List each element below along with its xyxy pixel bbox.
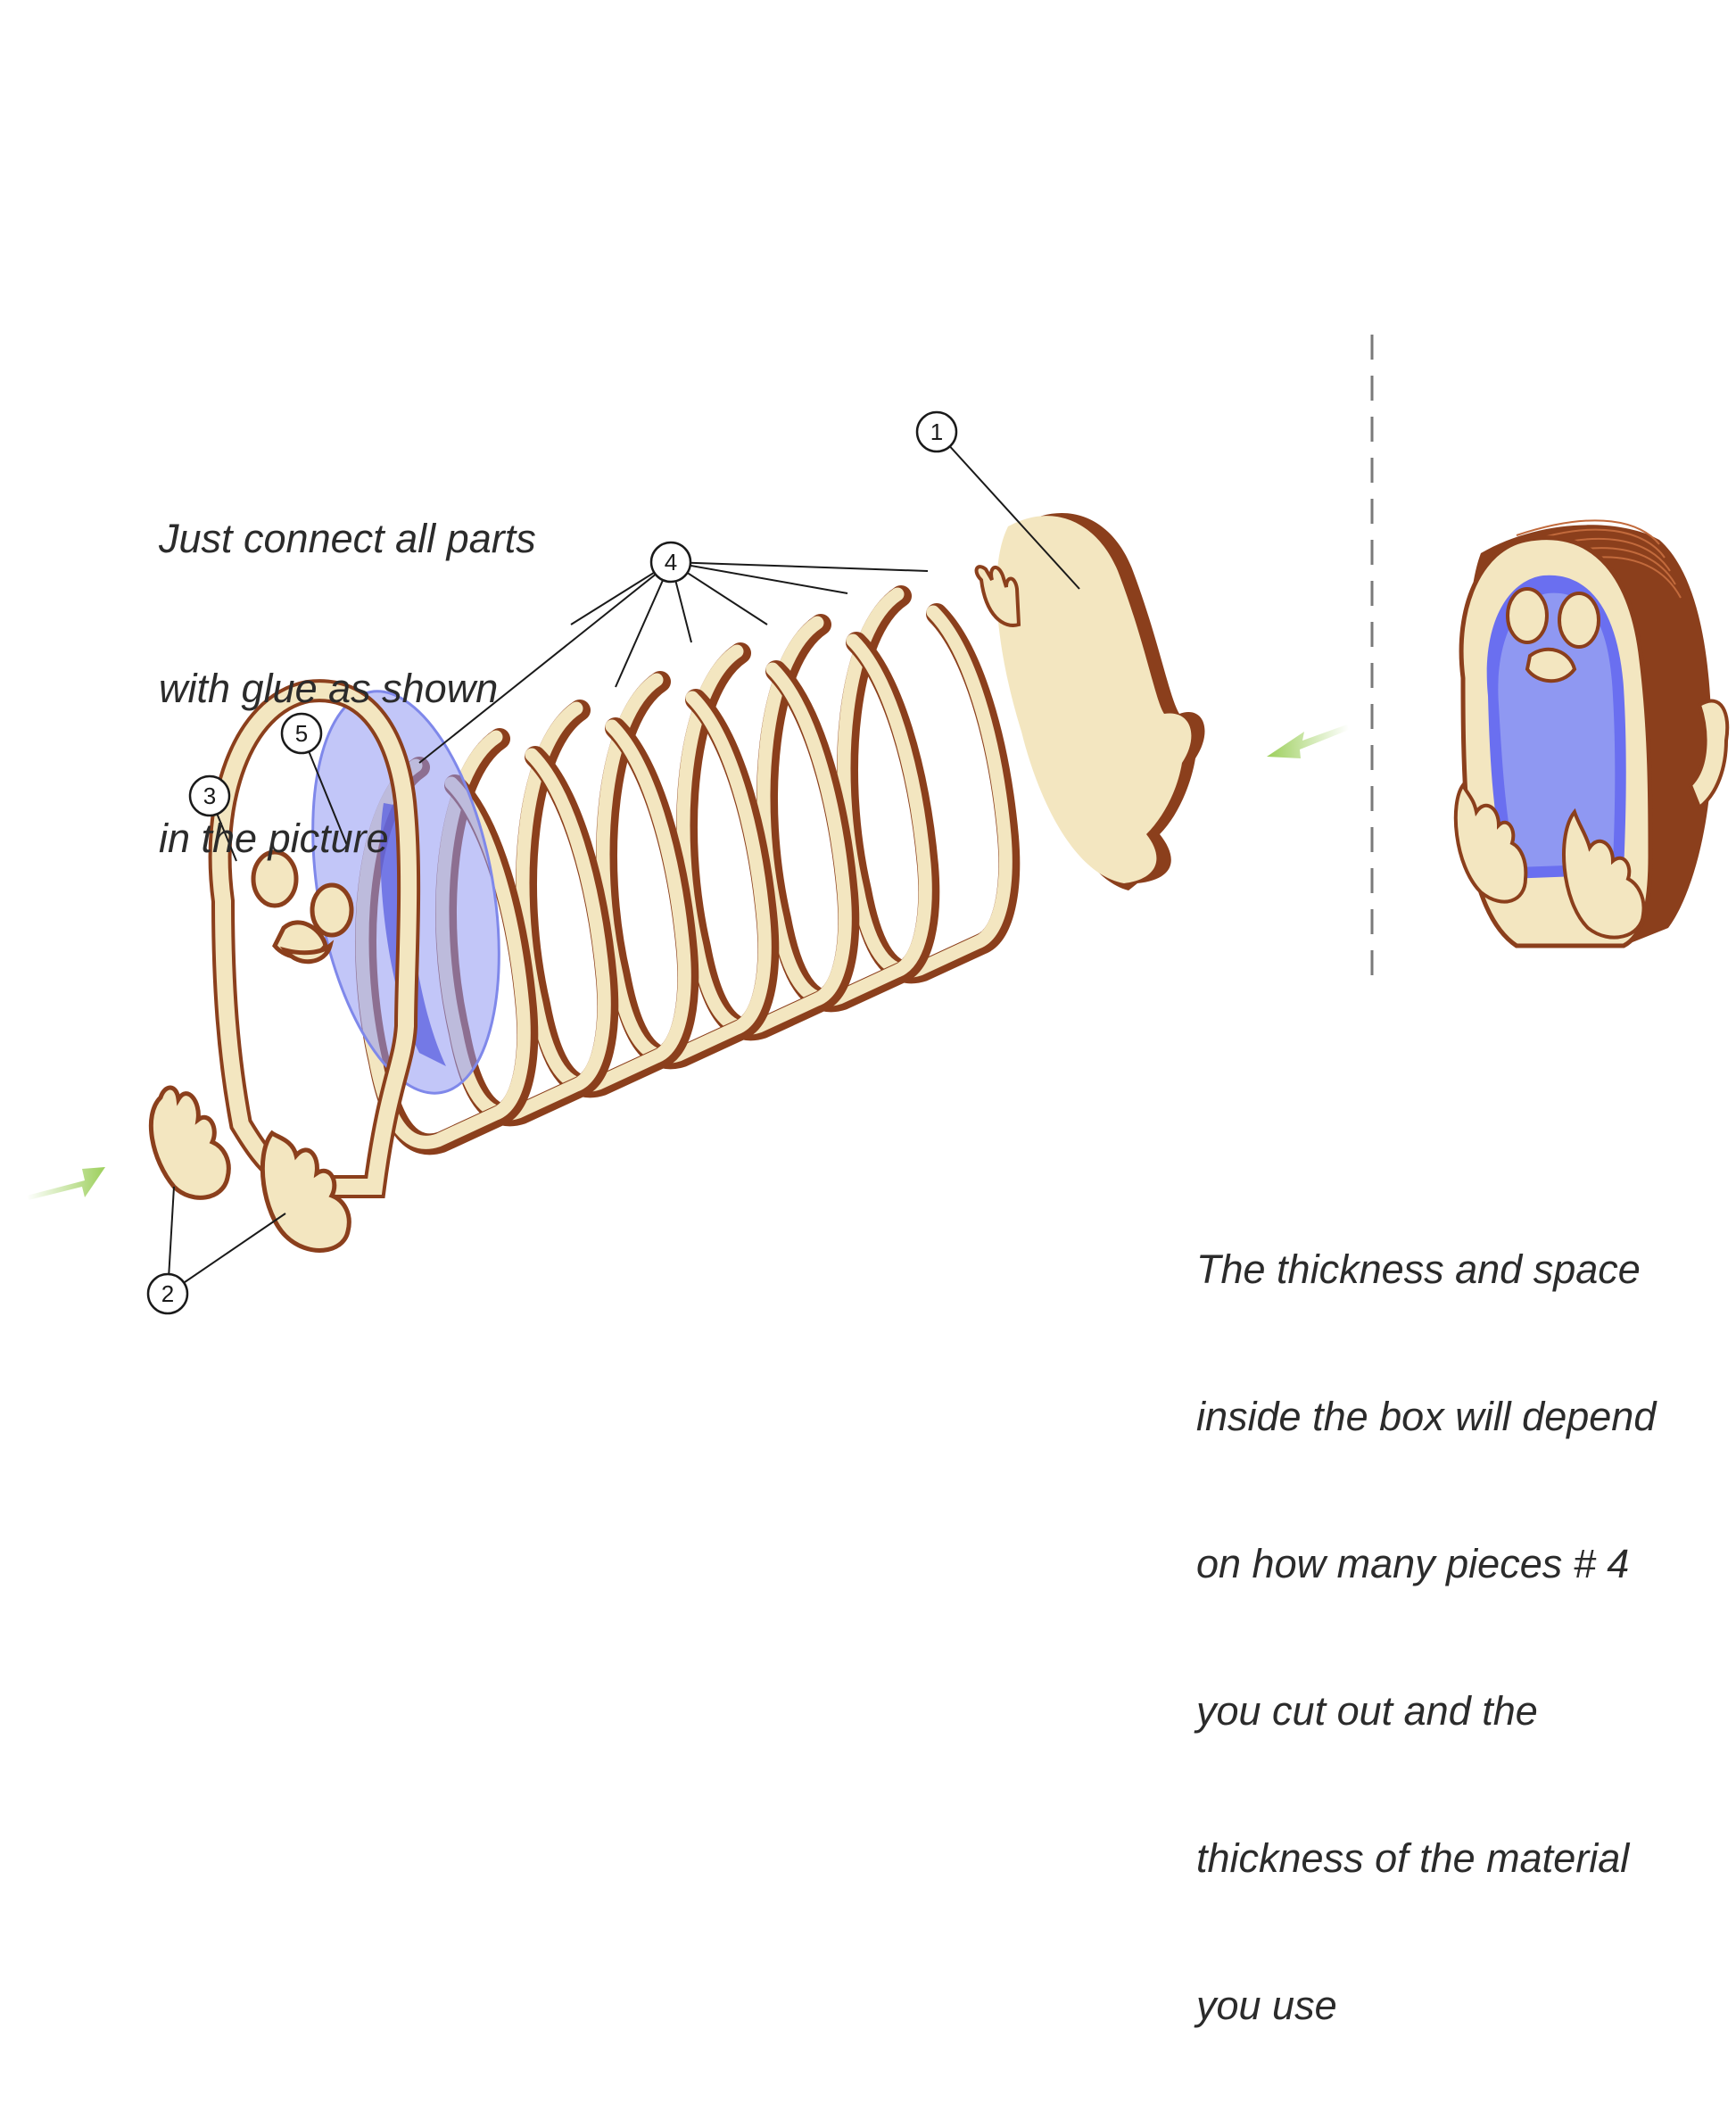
assembly-diagram: 1 4 5 3 2 Just connect all parts with gl…	[27, 335, 1730, 2028]
green-arrow-icon	[1267, 725, 1349, 758]
part-4-rings	[355, 585, 1021, 1155]
note-line: thickness of the material	[1196, 1835, 1630, 1881]
part-1-back-plate	[974, 512, 1205, 890]
callout-5-label: 5	[295, 720, 308, 747]
callout-3-label: 3	[203, 782, 216, 809]
note-line: The thickness and space	[1196, 1246, 1641, 1292]
callout-2: 2	[146, 1272, 189, 1315]
callout-4-label: 4	[665, 549, 677, 575]
part-2-feet	[148, 1085, 351, 1253]
callout-4: 4	[649, 541, 692, 584]
thickness-note: The thickness and space inside the box w…	[1196, 1147, 1656, 2128]
callout-2-label: 2	[161, 1280, 174, 1307]
note-line: in the picture	[159, 816, 389, 861]
assembly-instruction-note: Just connect all parts with glue as show…	[159, 414, 536, 964]
callout-3: 3	[188, 774, 231, 817]
part-3-front-frame	[208, 679, 421, 1198]
note-line: Just connect all parts	[159, 516, 536, 561]
green-arrow-icon	[27, 1167, 105, 1200]
callout-5: 5	[280, 712, 323, 755]
note-line: you cut out and the	[1196, 1688, 1538, 1734]
note-line: on how many pieces # 4	[1196, 1541, 1630, 1586]
note-line: with glue as shown	[159, 666, 499, 711]
callout-1: 1	[915, 410, 958, 453]
callout-1-label: 1	[930, 418, 943, 445]
assembled-box	[1453, 519, 1730, 948]
leader-lines	[167, 431, 1080, 1295]
note-line: you use	[1196, 1983, 1337, 2028]
exploded-view-drawing: 1 4 5 3 2	[27, 335, 1730, 1315]
note-line: inside the box will depend	[1196, 1394, 1657, 1439]
